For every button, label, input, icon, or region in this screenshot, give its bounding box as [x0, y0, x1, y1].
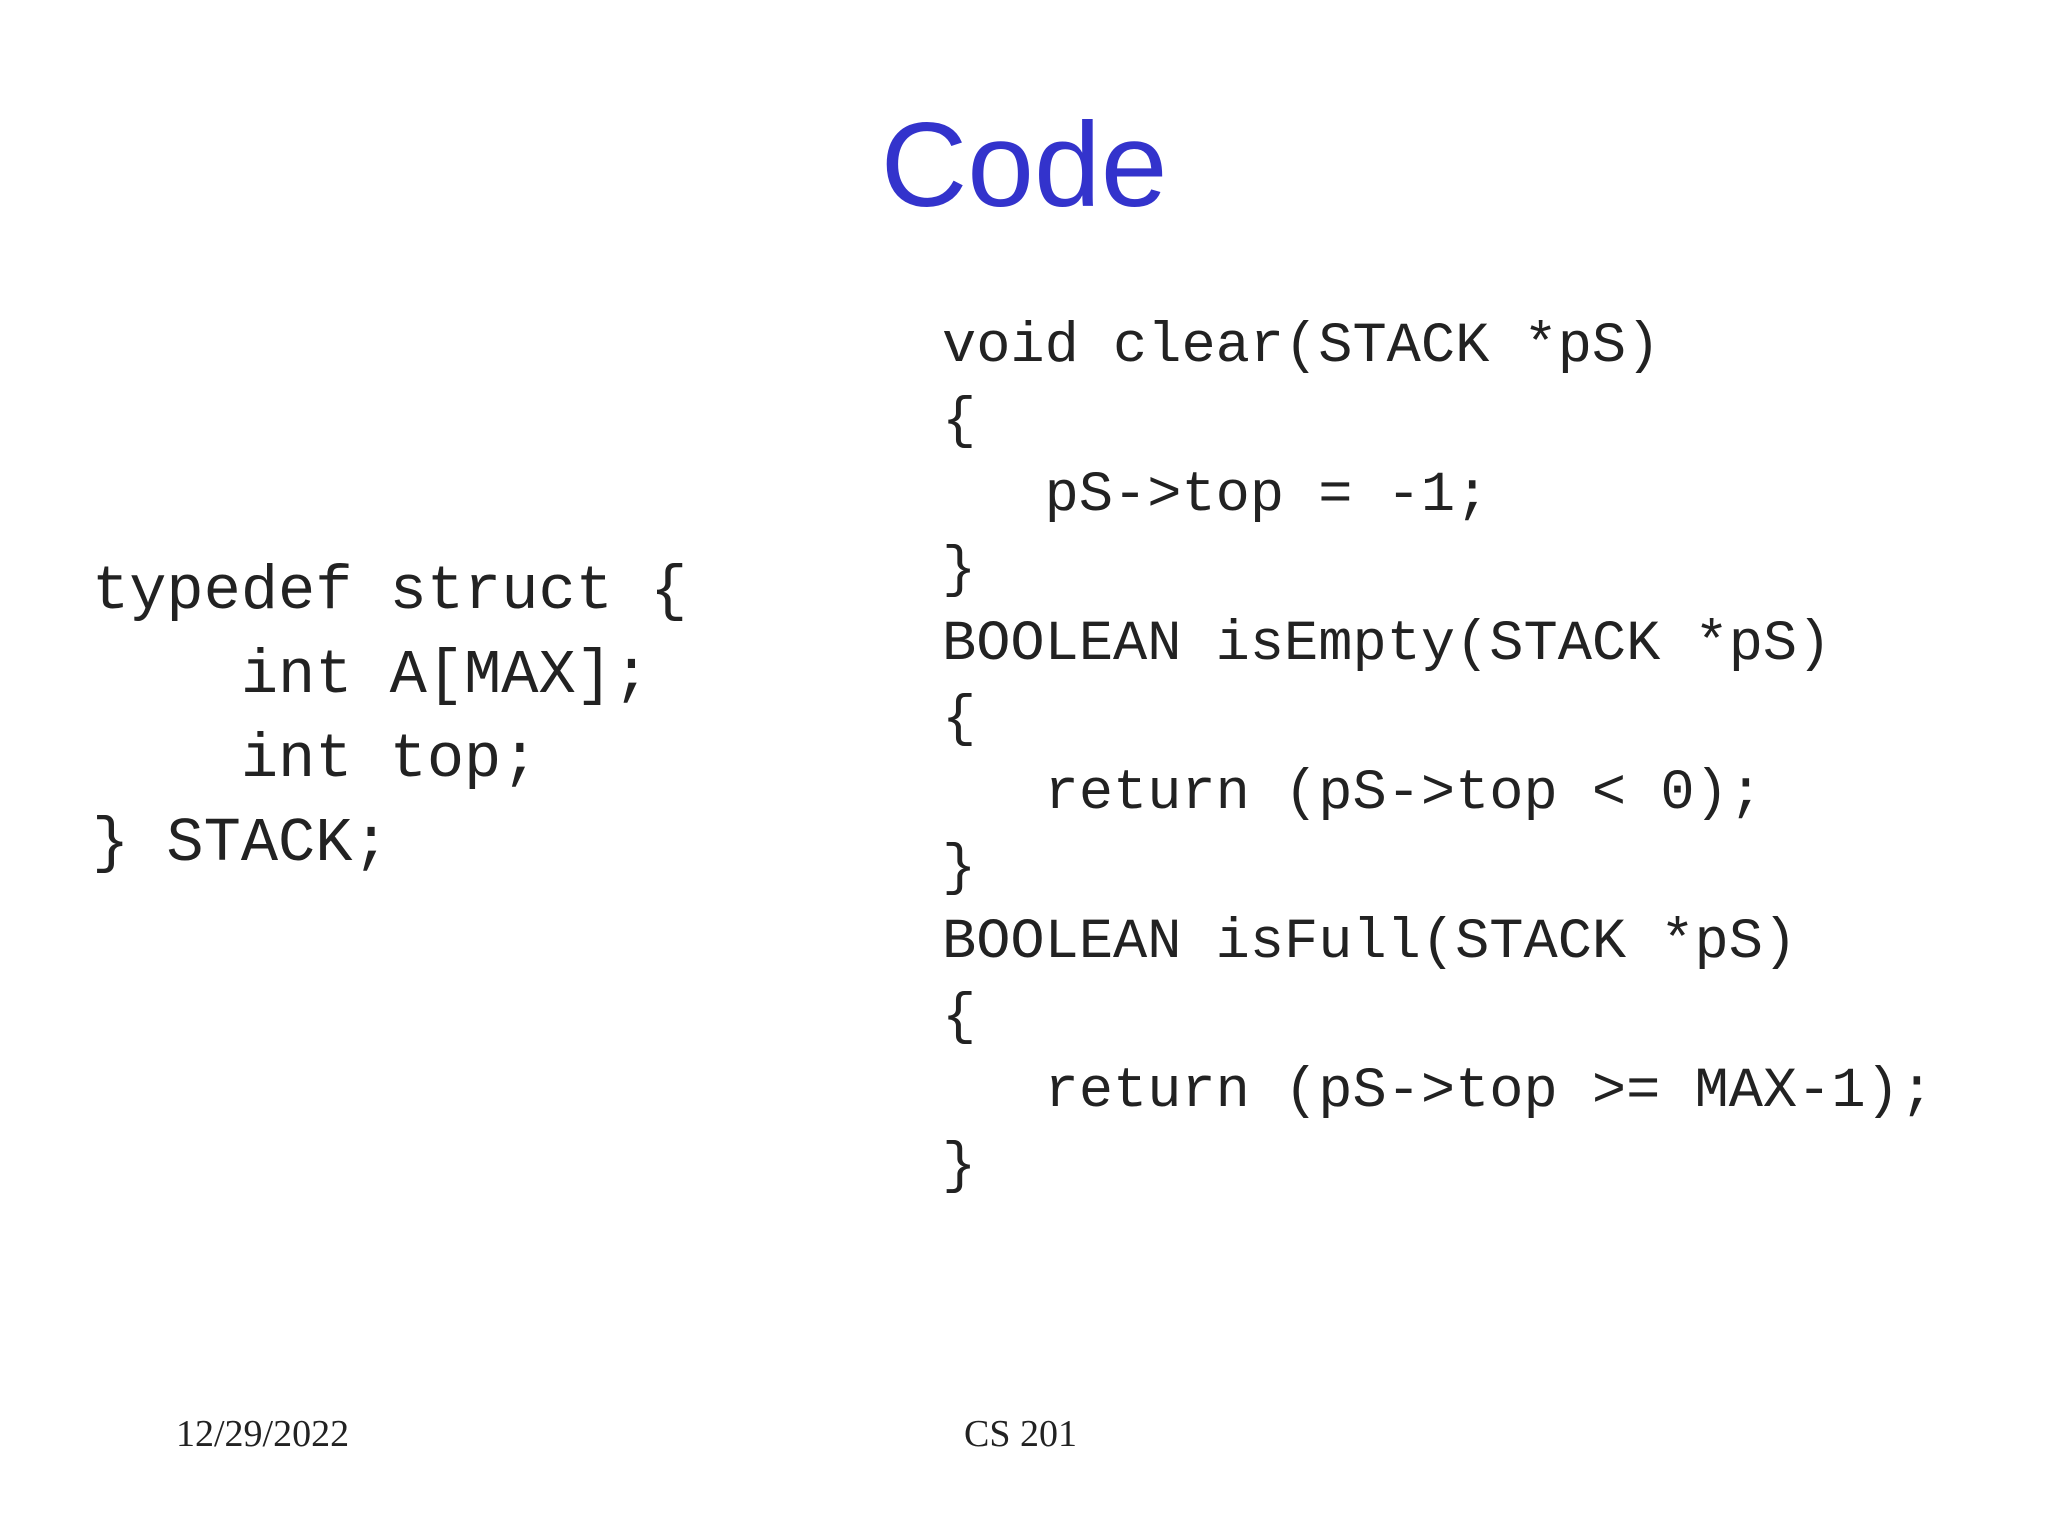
slide-title: Code [880, 98, 1168, 232]
code-line: { [942, 687, 977, 752]
code-line: return (pS->top < 0); [942, 762, 1763, 826]
code-line: int top; [92, 724, 539, 795]
code-line: BOOLEAN isEmpty(STACK *pS) [942, 613, 1832, 677]
struct-code-block: typedef struct { int A[MAX]; int top; } S… [92, 550, 687, 886]
code-line: { [942, 985, 977, 1050]
code-line: pS->top = -1; [942, 464, 1490, 528]
functions-code-block: void clear(STACK *pS) { pS->top = -1;} BOO… [942, 310, 1934, 1204]
footer-date: 12/29/2022 [176, 1413, 350, 1455]
code-line: void clear(STACK *pS) [942, 315, 1661, 379]
code-line: } [942, 538, 977, 603]
code-line: typedef struct { [92, 556, 688, 627]
code-line: { [942, 389, 977, 454]
footer-course-label: CS 201 [964, 1413, 1077, 1455]
code-line: } [942, 836, 977, 901]
code-line: int A[MAX]; [92, 640, 651, 711]
code-line: } [942, 1134, 977, 1199]
code-line: BOOLEAN isFull(STACK *pS) [942, 911, 1798, 975]
code-line: return (pS->top >= MAX-1); [942, 1060, 1934, 1124]
code-line: } STACK; [92, 808, 390, 879]
